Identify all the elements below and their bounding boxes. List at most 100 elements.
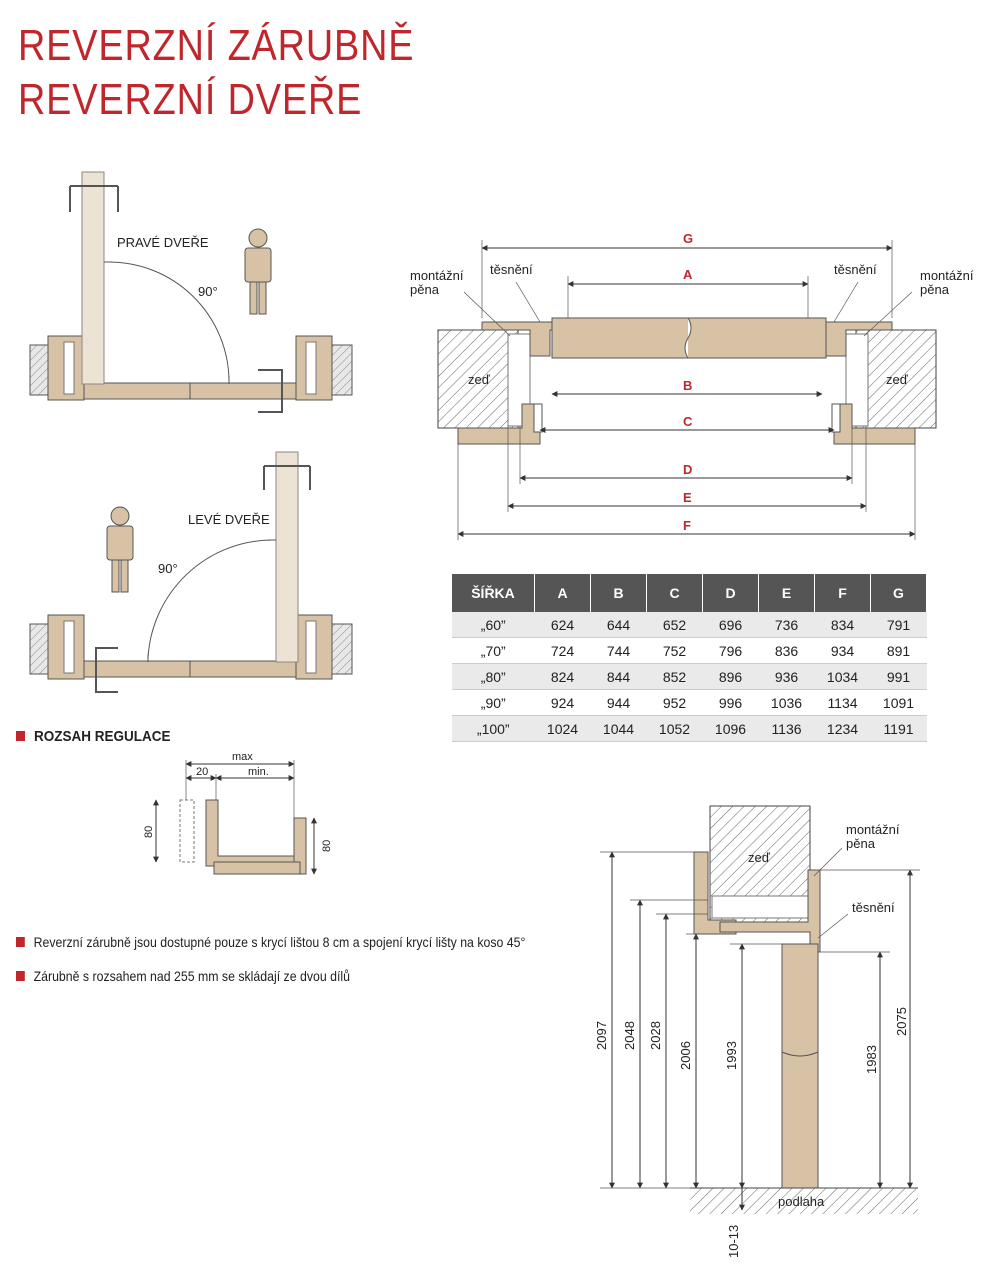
section-foam-label-1: montážní: [846, 822, 900, 837]
dim-2075: 2075: [894, 1007, 909, 1036]
section-seal-label: těsnění: [852, 900, 895, 915]
table-cell: 824: [534, 663, 591, 690]
table-cell: „80”: [452, 663, 535, 690]
person-icon: [244, 228, 272, 315]
wall-label-right: zeď: [886, 372, 909, 387]
note-item: Zárubně s rozsahem nad 255 mm se skládaj…: [16, 968, 350, 984]
right-door-diagram: PRAVÉ DVEŘE 90°: [29, 171, 353, 413]
table-cell: 644: [590, 612, 647, 638]
floor-label: podlaha: [778, 1194, 825, 1209]
table-row: „90” 924 944 952 996 1036 1134 1091: [452, 689, 927, 716]
table-cell: 991: [870, 663, 927, 690]
dim-2048: 2048: [622, 1021, 637, 1050]
table-cell: 996: [702, 689, 759, 716]
table-cell: 1024: [534, 715, 591, 742]
plan-view-diagram: G A B C D E F montážní pěna těsnění těsn…: [410, 231, 974, 540]
foam-label-right-1: montážní: [920, 268, 974, 283]
table-cell: 944: [590, 689, 647, 716]
dim-1983: 1983: [864, 1045, 879, 1074]
bullet-square-icon: [16, 937, 25, 947]
angle-label-top: 90°: [198, 284, 218, 299]
person-icon: [106, 506, 134, 593]
table-cell: „90”: [452, 689, 535, 716]
left-door-label: LEVÉ DVEŘE: [188, 512, 270, 527]
dim-2097: 2097: [594, 1021, 609, 1050]
range-max-label: max: [232, 751, 253, 763]
table-cell: 844: [590, 663, 647, 690]
table-cell: 834: [814, 612, 871, 638]
table-cell: 796: [702, 637, 759, 664]
seal-label-right: těsnění: [834, 262, 877, 277]
range-h-right: 80: [321, 840, 333, 852]
table-header-row: ŠÍŘKA A B C D E F G: [452, 574, 927, 612]
table-cell: 752: [646, 637, 703, 664]
table-cell: 1136: [758, 715, 815, 742]
section-diagram: zeď montážní pěna těsnění podlaha 2097 2…: [594, 805, 920, 1258]
table-cell: 791: [870, 612, 927, 638]
table-header: C: [646, 574, 703, 612]
table-header: A: [534, 574, 591, 612]
note-text: Zárubně s rozsahem nad 255 mm se skládaj…: [33, 968, 350, 984]
dim-2006: 2006: [678, 1041, 693, 1070]
section-wall-label: zeď: [748, 850, 771, 865]
table-row: „80” 824 844 852 896 936 1034 991: [452, 663, 927, 690]
dim-label-c: C: [683, 414, 693, 429]
foam-label-left-2: pěna: [410, 282, 440, 297]
dimensions-table: ŠÍŘKA A B C D E F G „60” 624 644 652 696…: [452, 574, 927, 742]
table-header: D: [702, 574, 759, 612]
table-cell: 696: [702, 612, 759, 638]
section-foam-label-2: pěna: [846, 836, 876, 851]
right-door-label: PRAVÉ DVEŘE: [117, 235, 209, 250]
range-heading: ROZSAH REGULACE: [16, 728, 171, 745]
table-cell: 896: [702, 663, 759, 690]
range-diagram: max 20 min. 80 80: [143, 751, 333, 875]
table-header: F: [814, 574, 871, 612]
table-cell: 1036: [758, 689, 815, 716]
table-cell: 1044: [590, 715, 647, 742]
table-cell: 1134: [814, 689, 871, 716]
dim-label-d: D: [683, 462, 692, 477]
table-header: ŠÍŘKA: [452, 574, 535, 612]
table-cell: 1052: [646, 715, 703, 742]
dim-10-13: 10-13: [726, 1225, 741, 1258]
table-header: G: [870, 574, 927, 612]
dim-label-b: B: [683, 378, 692, 393]
table-cell: 891: [870, 637, 927, 664]
table-cell: 744: [590, 637, 647, 664]
table-cell: 724: [534, 637, 591, 664]
range-min-label: min.: [248, 766, 269, 778]
dim-label-a: A: [683, 267, 693, 282]
table-header: E: [758, 574, 815, 612]
dim-label-g: G: [683, 231, 693, 246]
table-cell: 652: [646, 612, 703, 638]
dim-2028: 2028: [648, 1021, 663, 1050]
dim-label-e: E: [683, 490, 692, 505]
table-cell: 1234: [814, 715, 871, 742]
table-cell: „70”: [452, 637, 535, 664]
table-header: B: [590, 574, 647, 612]
table-cell: „100”: [452, 715, 535, 742]
dim-label-f: F: [683, 518, 691, 533]
page-title-line1: REVERZNÍ ZÁRUBNĚ: [18, 21, 415, 70]
table-cell: 924: [534, 689, 591, 716]
table-cell: 934: [814, 637, 871, 664]
table-cell: 952: [646, 689, 703, 716]
table-cell: „60”: [452, 612, 535, 638]
table-cell: 1191: [870, 715, 927, 742]
bullet-square-icon: [16, 971, 25, 981]
dim-1993: 1993: [724, 1041, 739, 1070]
wall-label-left: zeď: [468, 372, 491, 387]
seal-label-left: těsnění: [490, 262, 533, 277]
bullet-square-icon: [16, 731, 25, 741]
table-row: „70” 724 744 752 796 836 934 891: [452, 637, 927, 664]
foam-label-left-1: montážní: [410, 268, 464, 283]
table-cell: 836: [758, 637, 815, 664]
table-cell: 1091: [870, 689, 927, 716]
table-cell: 936: [758, 663, 815, 690]
table-row: „60” 624 644 652 696 736 834 791: [452, 612, 927, 638]
table-cell: 852: [646, 663, 703, 690]
table-cell: 736: [758, 612, 815, 638]
note-text: Reverzní zárubně jsou dostupné pouze s k…: [33, 934, 526, 950]
note-item: Reverzní zárubně jsou dostupné pouze s k…: [16, 934, 525, 950]
